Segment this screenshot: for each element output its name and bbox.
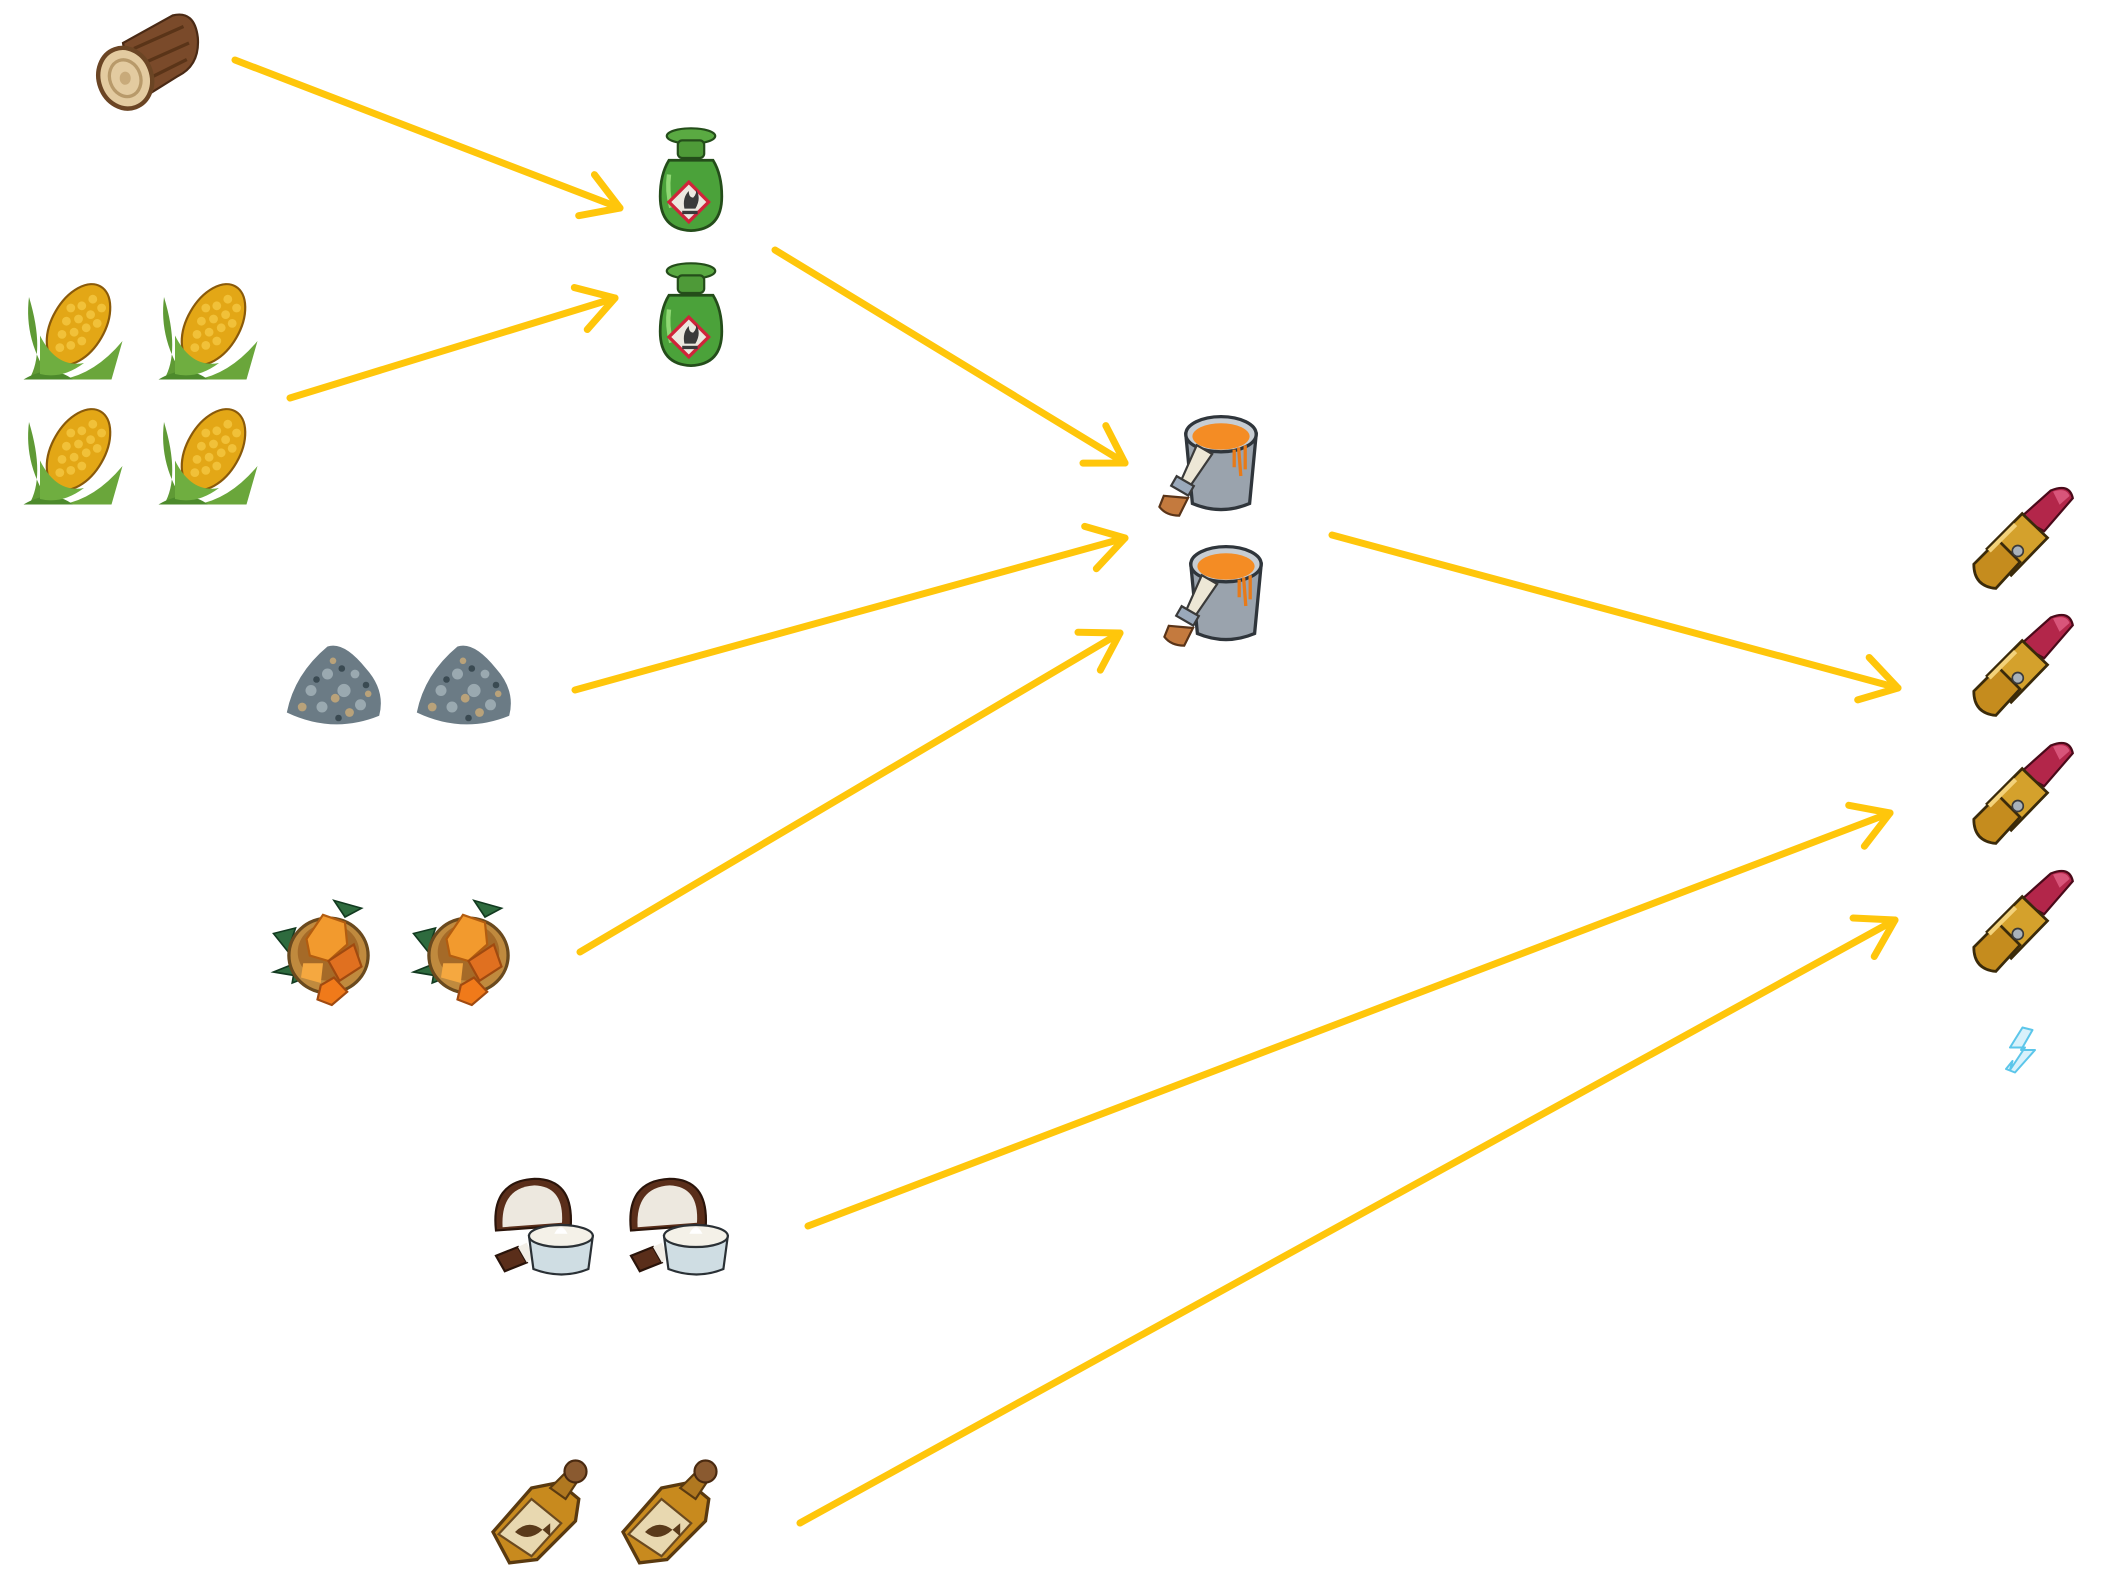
gravel-icon [278,630,388,740]
fish-oil-icon [482,1455,592,1565]
arrow-shaft [231,56,624,212]
arrow-head [1854,653,1902,704]
lightning-icon [1995,1025,2045,1075]
lipstick-icon [1965,612,2075,722]
arrow-shaft [771,246,1129,467]
arrow-head [1074,628,1124,674]
arrow-shaft [796,916,1899,1527]
arrow-corn-to-solvent [286,284,619,402]
arrow-shaft [571,534,1129,694]
paint-bucket-icon [1160,540,1270,650]
arrow-coconut-cream-to-lipstick [804,801,1894,1230]
fish-oil-icon [612,1455,722,1565]
coconut-cream-icon [485,1170,595,1280]
arrow-gravel-to-paint [571,522,1129,694]
arrow-head [575,171,624,220]
amber-icon [268,895,378,1007]
log-icon [90,10,200,120]
gravel-icon [408,630,518,740]
lipstick-icon [1965,485,2075,595]
arrow-shaft [576,629,1124,956]
arrow-paint-to-lipstick [1328,531,1902,704]
corn-icon [153,400,263,510]
arrow-shaft [286,294,619,402]
arrow-shaft [804,809,1894,1230]
arrow-head [1845,801,1894,850]
arrow-head [1081,522,1129,573]
paint-bucket-icon [1155,410,1265,520]
arrow-log-to-solvent [231,56,624,220]
corn-icon [153,275,263,385]
solvent-bottle-icon [636,125,746,235]
corn-icon [18,400,128,510]
arrow-fish-oil-to-lipstick [796,914,1899,1527]
lipstick-icon [1965,868,2075,978]
lipstick-icon [1965,740,2075,850]
amber-icon [408,895,518,1007]
corn-icon [18,275,128,385]
arrow-head [1849,914,1899,961]
solvent-bottle-icon [636,260,746,370]
arrow-head [1079,422,1129,467]
arrow-shaft [1328,531,1902,692]
arrow-solvent-to-paint [771,246,1129,467]
arrow-head [570,284,619,334]
coconut-cream-icon [620,1170,730,1280]
arrow-amber-to-paint [576,628,1124,956]
